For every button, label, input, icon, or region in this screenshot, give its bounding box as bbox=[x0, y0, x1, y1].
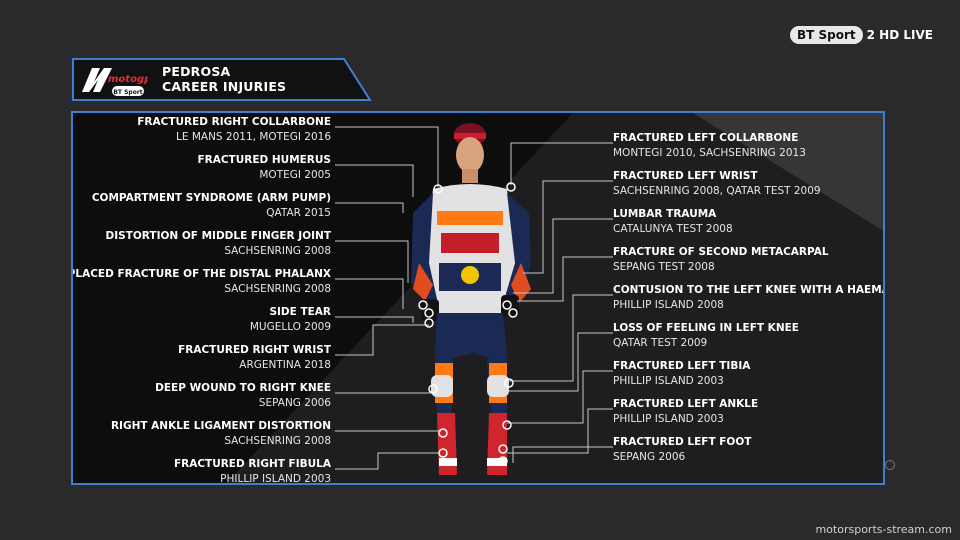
left-injury-item: SIDE TEAR MUGELLO 2009 bbox=[250, 305, 331, 335]
title-line-2: CAREER INJURIES bbox=[162, 79, 287, 94]
right-injury-item: CONTUSION TO THE LEFT KNEE WITH A HAEMAT… bbox=[613, 283, 883, 313]
left-injury-item: DEEP WOUND TO RIGHT KNEE SEPANG 2006 bbox=[155, 381, 331, 411]
injury-location: ARGENTINA 2018 bbox=[239, 359, 331, 371]
motogp-logo: motogp BT Sport bbox=[78, 62, 148, 98]
left-injury-item: FRACTURED HUMERUS MOTEGI 2005 bbox=[197, 153, 331, 183]
injury-location: PHILLIP ISLAND 2003 bbox=[613, 375, 724, 387]
injury-location: LE MANS 2011, MOTEGI 2016 bbox=[176, 131, 331, 143]
panel-background bbox=[226, 113, 883, 483]
injury-location: SACHSENRING 2008 bbox=[224, 245, 331, 257]
injury-name: RIGHT ANKLE LIGAMENT DISTORTION bbox=[110, 420, 331, 432]
injury-name: FRACTURED LEFT TIBIA bbox=[613, 360, 751, 372]
injury-location: CATALUNYA TEST 2008 bbox=[613, 223, 733, 235]
injury-location: SACHSENRING 2008 bbox=[224, 283, 331, 295]
injury-location: SEPANG TEST 2008 bbox=[613, 261, 715, 273]
right-injury-item: FRACTURE OF SECOND METACARPAL SEPANG TEST… bbox=[613, 245, 829, 275]
title-line-1: PEDROSA bbox=[162, 64, 231, 79]
bt-sport-logo: BT Sport bbox=[790, 26, 863, 44]
injury-location: SEPANG 2006 bbox=[613, 451, 686, 463]
left-injury-item: COMPARTMENT SYNDROME (ARM PUMP) QATAR 201… bbox=[92, 191, 331, 221]
left-injury-item: DISTORTION OF MIDDLE FINGER JOINT SACHSEN… bbox=[106, 229, 331, 259]
injury-name: DEEP WOUND TO RIGHT KNEE bbox=[155, 382, 331, 394]
right-injury-item: FRACTURED LEFT FOOT SEPANG 2006 bbox=[613, 435, 751, 465]
left-injury-item: FRACTURED RIGHT WRIST ARGENTINA 2018 bbox=[178, 343, 331, 373]
right-injury-item: FRACTURED LEFT ANKLE PHILLIP ISLAND 2003 bbox=[613, 397, 758, 427]
injury-name: FRACTURED HUMERUS bbox=[197, 154, 331, 166]
channel-label: 2 HD LIVE bbox=[866, 28, 933, 42]
injury-name: FRACTURED LEFT FOOT bbox=[613, 436, 752, 448]
injury-location: SACHSENRING 2008 bbox=[224, 435, 331, 447]
injury-location: PHILLIP ISLAND 2003 bbox=[613, 413, 724, 425]
injury-name: CONTUSION TO THE LEFT KNEE WITH A HAEMAT… bbox=[613, 284, 883, 296]
right-injury-item: FRACTURED LEFT COLLARBONE MONTEGI 2010, S… bbox=[613, 131, 806, 161]
injury-panel: FRACTURED RIGHT COLLARBONE LE MANS 2011, … bbox=[71, 111, 885, 485]
injury-name: DISPLACED FRACTURE OF THE DISTAL PHALANX bbox=[71, 268, 331, 280]
injury-location: MUGELLO 2009 bbox=[249, 321, 331, 333]
injury-name: FRACTURED LEFT COLLARBONE bbox=[613, 132, 799, 144]
injury-location: SEPANG 2006 bbox=[258, 397, 331, 409]
title-bar: motogp BT Sport PEDROSA CAREER INJURIES bbox=[72, 58, 372, 102]
injury-name: FRACTURED RIGHT FIBULA bbox=[173, 458, 331, 470]
right-injury-item: LUMBAR TRAUMA CATALUNYA TEST 2008 bbox=[613, 207, 733, 237]
left-injury-item: FRACTURED RIGHT FIBULA PHILLIP ISLAND 200… bbox=[173, 457, 331, 485]
page-title: PEDROSA CAREER INJURIES bbox=[162, 64, 286, 94]
injury-location: QATAR 2015 bbox=[266, 207, 331, 219]
watermark: motorsports-stream.com bbox=[815, 523, 952, 536]
rider-figure bbox=[335, 123, 613, 475]
injury-name: FRACTURED LEFT WRIST bbox=[613, 170, 758, 182]
injury-name: FRACTURED RIGHT COLLARBONE bbox=[137, 116, 331, 128]
injury-name: FRACTURED RIGHT WRIST bbox=[178, 344, 331, 356]
injury-name: LOSS OF FEELING IN LEFT KNEE bbox=[613, 322, 799, 334]
motogp-wordmark: motogp bbox=[108, 74, 148, 85]
injury-location: MONTEGI 2010, SACHSENRING 2013 bbox=[613, 147, 806, 159]
injury-name: DISTORTION OF MIDDLE FINGER JOINT bbox=[105, 230, 331, 242]
bt-sport-sub: BT Sport bbox=[113, 89, 142, 96]
corner-icon bbox=[885, 460, 895, 470]
injury-location: PHILLIP ISLAND 2003 bbox=[220, 473, 331, 485]
left-injury-item: DISPLACED FRACTURE OF THE DISTAL PHALANX… bbox=[71, 267, 331, 297]
right-injury-item: FRACTURED LEFT WRIST SACHSENRING 2008, QA… bbox=[613, 169, 821, 199]
right-injury-item: FRACTURED LEFT TIBIA PHILLIP ISLAND 2003 bbox=[613, 359, 750, 389]
injury-name: FRACTURE OF SECOND METACARPAL bbox=[613, 246, 829, 258]
broadcaster-logo: BT Sport 2 HD LIVE bbox=[790, 26, 933, 44]
injury-location: PHILLIP ISLAND 2008 bbox=[613, 299, 724, 311]
injury-location: QATAR TEST 2009 bbox=[613, 337, 708, 349]
right-injury-item: LOSS OF FEELING IN LEFT KNEE QATAR TEST 2… bbox=[613, 321, 799, 351]
title-bar-frame bbox=[72, 58, 372, 101]
injury-location: MOTEGI 2005 bbox=[259, 169, 331, 181]
injury-name: COMPARTMENT SYNDROME (ARM PUMP) bbox=[91, 192, 331, 204]
injury-name: SIDE TEAR bbox=[269, 306, 331, 318]
left-injury-item: FRACTURED RIGHT COLLARBONE LE MANS 2011, … bbox=[137, 115, 331, 145]
left-injury-item: RIGHT ANKLE LIGAMENT DISTORTION SACHSENRI… bbox=[111, 419, 331, 449]
injury-name: LUMBAR TRAUMA bbox=[613, 208, 717, 220]
injury-name: FRACTURED LEFT ANKLE bbox=[613, 398, 759, 410]
injury-location: SACHSENRING 2008, QATAR TEST 2009 bbox=[613, 185, 821, 197]
